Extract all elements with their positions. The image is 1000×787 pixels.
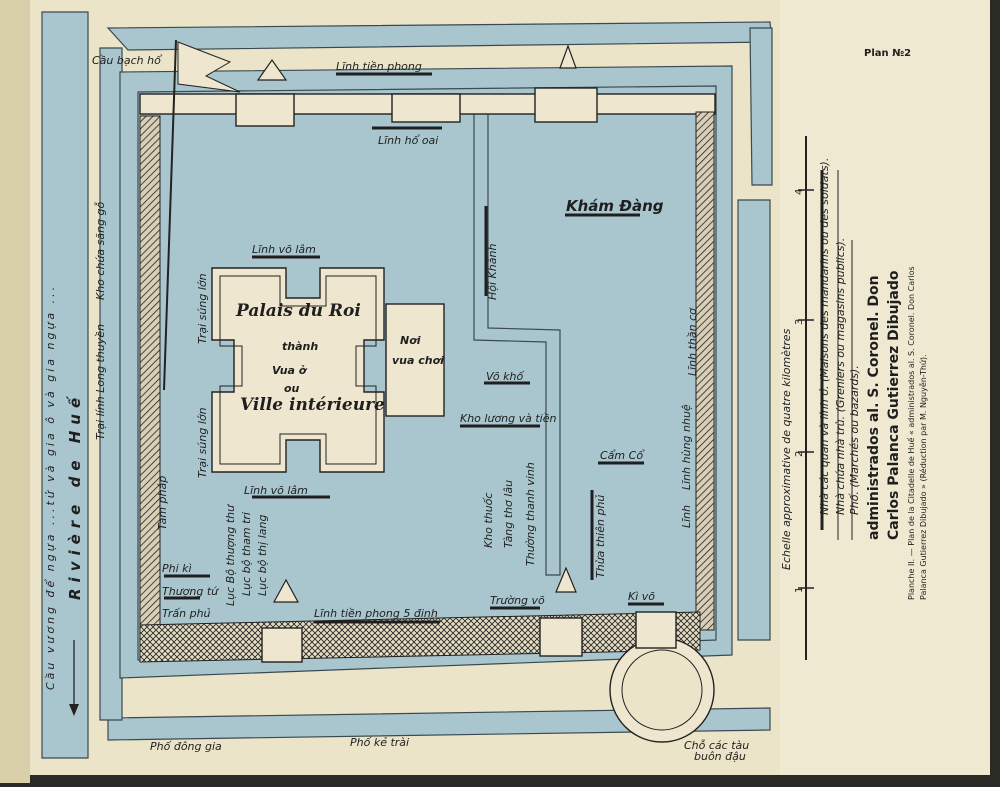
label-linh-ho-oai: Lĩnh hổ oai	[378, 134, 438, 147]
gate-south-west	[261, 627, 303, 663]
label-buon-dau: buôn đậu	[694, 750, 746, 763]
label-kho-luong: Kho lương và tiền	[460, 412, 557, 425]
label-hoi-khanh: Hội Khánh	[486, 244, 499, 300]
credit-line-2: Carlos Palanca Gutierrez Dibujado	[886, 270, 902, 540]
label-linh-tien-phong-5-dinh: Lĩnh tiền phong 5 đinh	[314, 607, 438, 620]
label-tam-phap: Tam pháp	[156, 476, 169, 530]
label-truong-vo: Trường võ	[490, 594, 545, 607]
flag	[177, 41, 241, 93]
label-pho-ke-trai: Phố kẻ trài	[350, 736, 409, 749]
label-vua-choi: vua chơi	[392, 354, 444, 367]
label-kham-dang: Khám Đàng	[566, 197, 664, 215]
label-riviere-de-hue: Rivière de Huế	[65, 392, 84, 600]
gate-pagodas-south	[272, 566, 577, 603]
label-tran-phu: Trấn phủ	[162, 607, 211, 620]
label-thanh: thành	[282, 340, 318, 353]
label-tang-tho-lau: Tàng thơ lâu	[502, 480, 515, 548]
river-arrow-head	[69, 704, 79, 716]
label-linh-hung-nhue: Lĩnh hùng nhuệ	[680, 404, 693, 490]
label-thuong-thanh-vinh: Thường thanh vinh	[524, 462, 537, 566]
label-kho-thuoc: Kho thuốc	[482, 493, 495, 548]
outer-moat-left	[99, 47, 123, 721]
bastion-inner	[621, 649, 703, 731]
label-linh-vo-lam-top: Lĩnh võ lâm	[252, 243, 316, 256]
label-pho-dong-gia: Phố đông gia	[150, 740, 222, 753]
binding	[0, 0, 30, 783]
label-ou: ou	[284, 382, 300, 395]
label-trai-sung-lon-1: Trại súng lớn	[196, 273, 209, 344]
gate-south-east	[635, 611, 677, 649]
label-vo-kho: Võ khố	[486, 370, 525, 383]
gate-pagodas-north	[256, 44, 577, 81]
plan-number: Plan №2	[864, 48, 911, 59]
scale-label-1: 1	[794, 587, 805, 593]
gate-north-east	[534, 87, 598, 123]
label-phi-ki: Phi kì	[162, 562, 192, 575]
label-palais-du-roi: Palais du Roi	[235, 301, 361, 321]
label-linh: Lĩnh	[680, 505, 693, 528]
legend-item-granaries: Nhà chứa nhà trù. (Greniers ou magasins …	[834, 238, 847, 515]
gate-north-west	[235, 93, 295, 127]
label-linh-than-co: Lĩnh thần cơ	[686, 307, 699, 376]
label-linh-tien-phong: Lĩnh tiền phong	[336, 60, 422, 73]
rampart-west	[139, 115, 161, 641]
label-cau-vuong: Cầu vương để ngựa ...tử và gia ô và gia …	[44, 284, 57, 690]
label-luc-bo-thuong-thu: Lục Bộ thượng thư	[224, 504, 237, 606]
legend-item-markets: Phố. (Marchés ou bazards).	[848, 365, 861, 515]
scale-label-4: 4	[794, 189, 805, 195]
rampart-east	[695, 111, 715, 631]
label-cho-cac-tau: Chỗ các tàu	[684, 739, 749, 752]
gate-south-center	[539, 617, 583, 657]
label-kho-chua-sang-go: Kho chứa săng gỗ	[94, 201, 107, 300]
caption-line-1: Planche II. — Plan de la Citadelle de Hu…	[906, 266, 916, 600]
flagpole	[163, 39, 177, 391]
label-cam-co: Cẩm Cổ	[600, 449, 645, 462]
label-cau-bach-ho: Cầu bạch hổ	[92, 54, 163, 67]
label-linh-vo-lam-bottom: Lĩnh võ lâm	[244, 484, 308, 497]
label-ki-vo: Kì võ	[628, 590, 655, 603]
scale-label-2: 2	[794, 451, 805, 457]
inner-canal	[473, 99, 561, 576]
label-thua-thien-phu: Thừa thiên phủ	[594, 495, 607, 578]
label-vua-o: Vua ở	[272, 364, 308, 377]
label-thuong-tu: Thượng tứ	[162, 585, 219, 598]
outer-moat-right	[737, 27, 773, 641]
royal-garden	[385, 303, 445, 417]
outer-moat-bottom	[107, 707, 771, 741]
label-luc-bo-thi-lang: Lục bộ thị lang	[256, 515, 269, 596]
credit-line-1: administrados al. S. Coronel. Don	[866, 275, 882, 540]
label-noi: Nơi	[400, 334, 421, 347]
legend-item-houses: Nhà các quan và lính ở. (Maisons des man…	[818, 158, 831, 515]
label-trai-sung-lon-2: Trại súng lớn	[196, 407, 209, 478]
gate-north-center	[391, 93, 461, 123]
label-ville-interieure: Ville intérieure	[240, 395, 385, 415]
palace-inner-outline	[219, 275, 377, 465]
label-trai-linh-long-thuyen: Trại lính Long thuyền	[94, 324, 107, 440]
legend-paper	[780, 0, 990, 775]
scale-title: Echelle approximative de quatre kilomètr…	[780, 328, 793, 570]
river	[41, 11, 89, 759]
palace-inner-city	[211, 267, 385, 473]
caption-line-2: Palanca Gutierrez Dibujado » (Réduction …	[918, 354, 928, 600]
label-luc-bo-tham-tri: Lục bộ tham tri	[240, 512, 253, 596]
scale-label-3: 3	[794, 319, 805, 325]
